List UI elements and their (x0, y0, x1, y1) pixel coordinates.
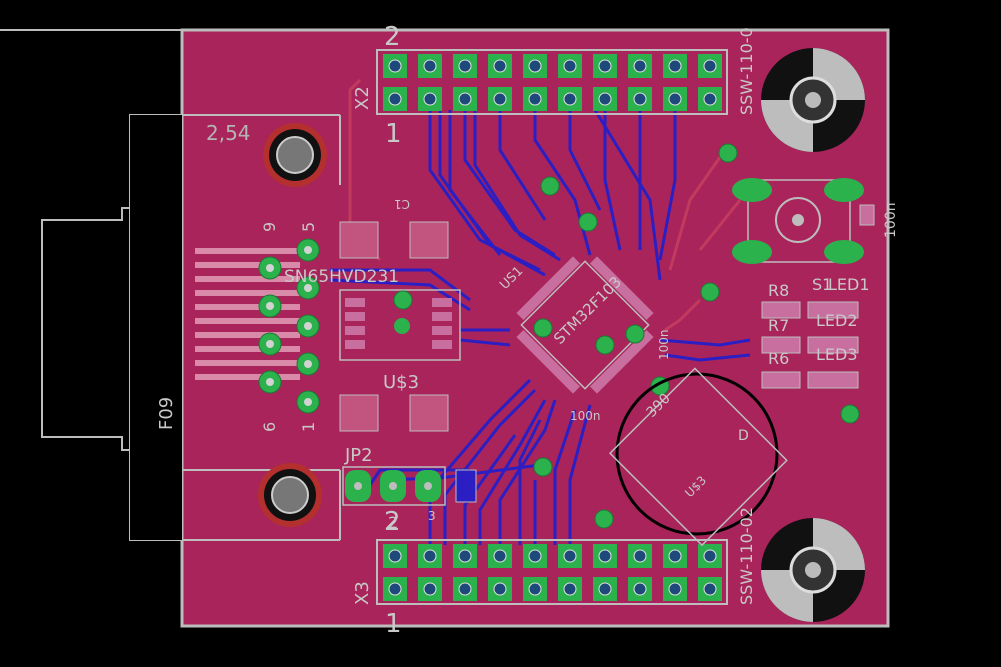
x2-name-label: X2 (352, 86, 373, 110)
vias (393, 143, 860, 529)
d-label: D (738, 428, 749, 444)
u3-label: U$3 (383, 372, 419, 393)
tactile-switch-s1 (732, 178, 864, 264)
r6-label: R6 (768, 349, 789, 368)
r8-label: R8 (768, 281, 789, 300)
x2-pin2-label: 2 (384, 22, 401, 52)
ssw-top-label: SSW-110-0 (737, 27, 756, 115)
mcu-lqfp-chip (516, 256, 654, 394)
led1-label: LED1 (828, 275, 870, 294)
c-bottom-label: 100n (657, 329, 671, 360)
mount-hole-top-right (761, 48, 865, 152)
db9-pads (258, 238, 320, 414)
connector-body-fill (130, 115, 182, 540)
db9-pad-holes (266, 246, 312, 406)
r7-label: R7 (768, 316, 789, 335)
sub-pin5-label: 5 (299, 222, 318, 232)
mount-hole-bottom-left (258, 463, 322, 527)
header-x3 (376, 539, 728, 605)
led2-label: LED2 (816, 311, 858, 330)
connector-label: F09 (156, 397, 177, 430)
jumper-jp2 (342, 466, 477, 506)
x2-pin1-label: 1 (385, 119, 402, 149)
sub-pin1-label: 1 (299, 422, 318, 432)
header-x2 (376, 49, 728, 115)
jp2-label: JP2 (344, 445, 373, 466)
db9-fingers (195, 248, 300, 380)
c-right-label: 100n (883, 202, 899, 238)
sub-pin9-label: 9 (260, 222, 279, 232)
jp-pin2-label: 2 (388, 513, 398, 532)
coin-cell-holder (608, 367, 788, 547)
resistor-led-pads (761, 204, 875, 389)
sub-pin6-label: 6 (260, 422, 279, 432)
capacitor-pads-left (339, 221, 449, 432)
x3-name-label: X3 (352, 581, 373, 605)
led3-label: LED3 (816, 345, 858, 364)
x3-pin1-label: 1 (385, 609, 402, 639)
mount-hole-bottom-right (761, 518, 865, 622)
c-mcu-label: 100n (570, 409, 601, 423)
transceiver-label: SN65HVD231 (284, 267, 399, 287)
mount-hole-top-left (263, 123, 327, 187)
drill-size-label: 2,54 (206, 121, 251, 145)
s1-label: S1 (812, 275, 832, 294)
jp-pin3-label: 3 (428, 509, 436, 523)
x3-pin2-label: 2 (384, 507, 401, 537)
ssw-bottom-label: SSW-110-02 (737, 507, 756, 605)
c1-label: C1 (394, 197, 410, 211)
